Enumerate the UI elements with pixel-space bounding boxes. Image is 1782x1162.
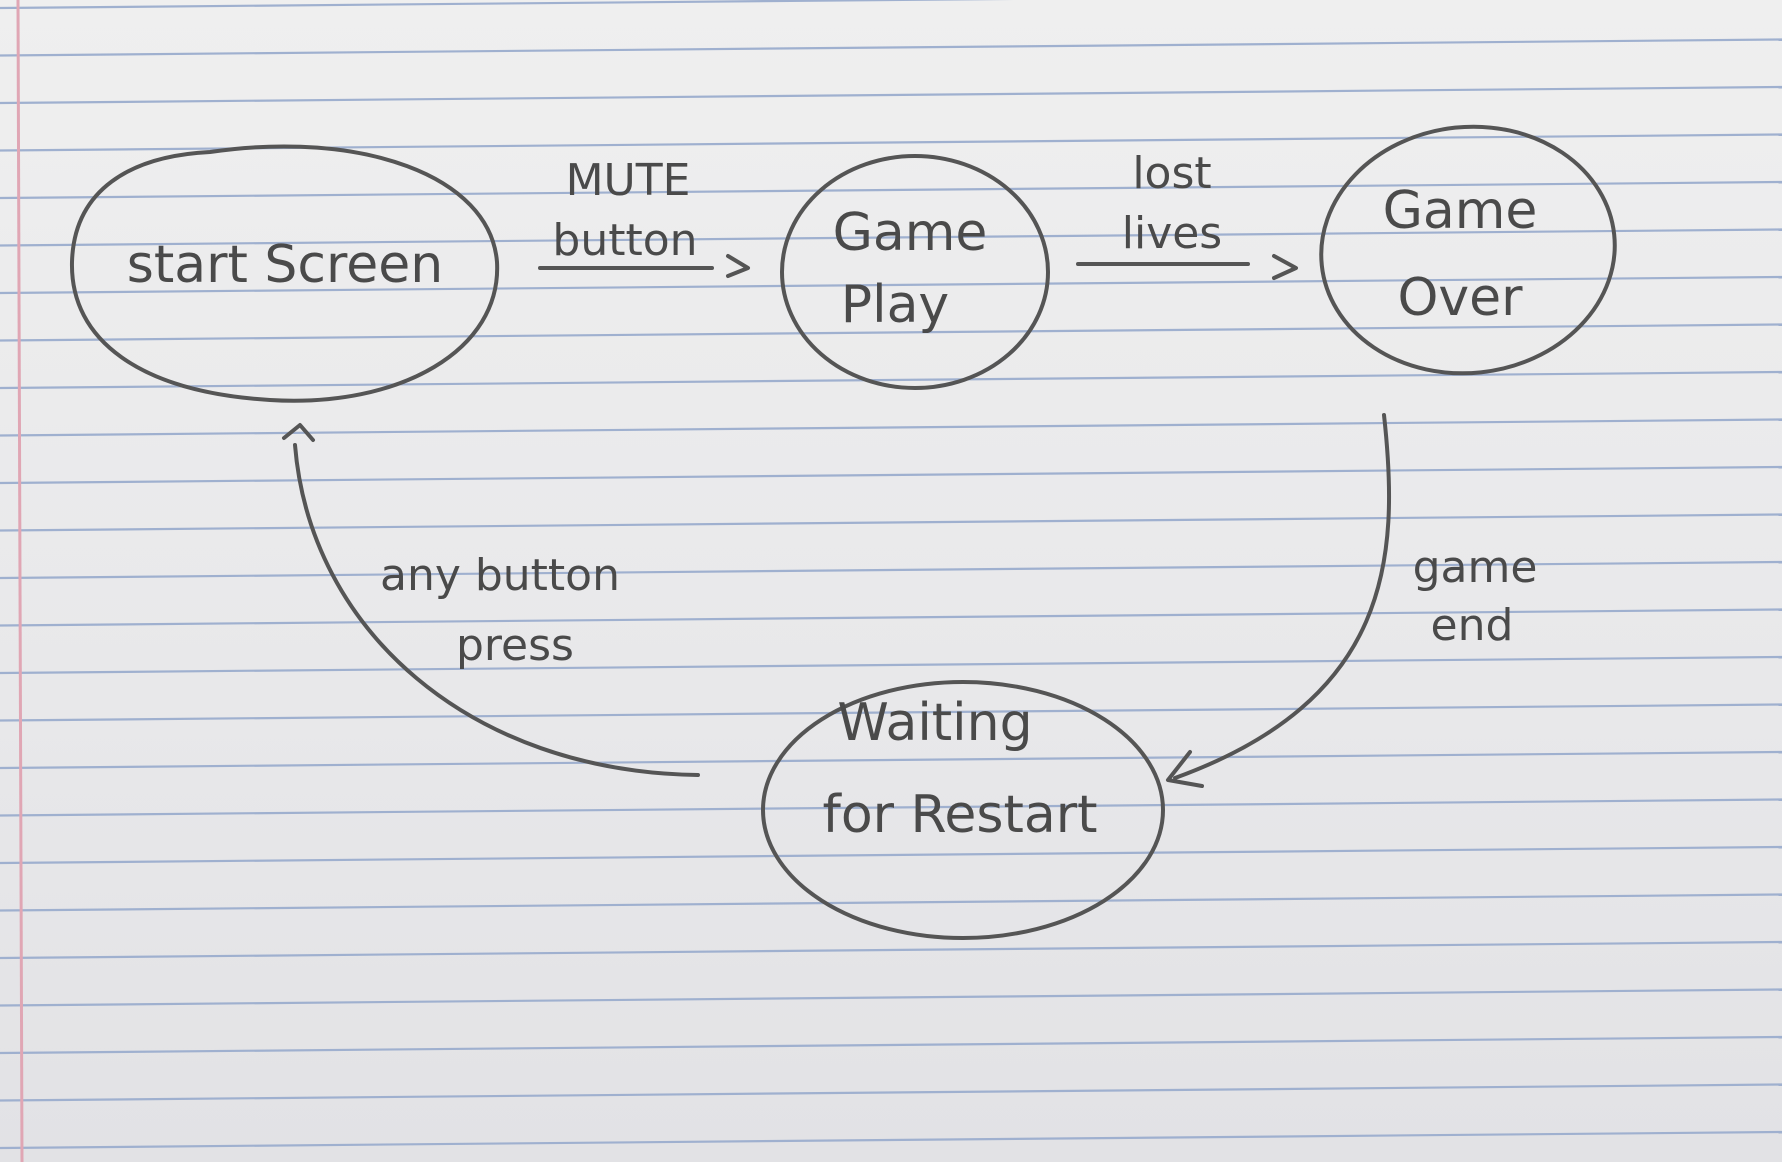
node-start-screen: start Screen: [69, 144, 500, 403]
ruled-line: [0, 608, 1782, 627]
ruled-line: [0, 1130, 1782, 1150]
node-label-line-1: Game: [833, 203, 988, 263]
ruled-line: [0, 275, 1782, 295]
state-ellipse: [761, 680, 1165, 940]
node-waiting-for-restart: Waiting for Restart: [761, 680, 1165, 940]
node-label-line-2: Over: [1397, 268, 1523, 328]
ruled-line: [0, 940, 1782, 960]
ruled-line: [0, 418, 1782, 437]
edge-label-line-2: lives: [1122, 208, 1222, 259]
ruled-line: [0, 0, 1014, 10]
arrow-head-icon: [282, 423, 315, 442]
ruled-line: [0, 180, 1782, 200]
edge-label-line-1: MUTE: [566, 155, 691, 206]
state-ellipse: [69, 144, 500, 403]
ruled-line: [0, 38, 1782, 57]
arrow-head-icon: [1166, 750, 1204, 788]
edge-play-to-over: lost lives: [1076, 148, 1298, 280]
ruled-line: [0, 798, 1782, 817]
ruled-line: [0, 893, 1782, 912]
node-label-line-2: for Restart: [823, 785, 1098, 845]
arrow-head-icon: [726, 254, 750, 278]
node-game-play: Game Play: [780, 154, 1050, 390]
ruled-line: [0, 465, 1782, 485]
state-ellipse: [1319, 124, 1617, 376]
ruled-line: [0, 513, 1782, 532]
ruled-line: [0, 1035, 1782, 1055]
ruled-line: [0, 370, 1782, 390]
edge-label-line-1: any button: [380, 550, 620, 601]
node-label-line-1: Waiting: [837, 693, 1032, 753]
edge-start-to-play: MUTE button: [538, 155, 750, 278]
edge-label-line-2: end: [1431, 600, 1514, 651]
node-game-over: Game Over: [1319, 124, 1617, 376]
edge-wait-to-start: any button press: [282, 423, 700, 777]
ruled-line: [0, 560, 1782, 580]
ruled-line: [0, 1083, 1782, 1102]
ruled-line: [0, 703, 1782, 722]
ruled-line: [0, 845, 1782, 865]
ruled-line: [0, 655, 1782, 675]
ruled-line: [0, 750, 1782, 770]
edge-label-line-1: game: [1413, 542, 1538, 593]
ruled-line: [0, 85, 1782, 105]
margin-line: [16, 0, 24, 1162]
edge-label-line-1: lost: [1132, 148, 1211, 199]
node-label-line-2: Play: [841, 275, 949, 335]
edge-curve: [293, 443, 700, 777]
node-label-line-1: Game: [1383, 181, 1538, 241]
edge-label-line-2: button: [552, 215, 697, 266]
edge-over-to-wait: game end: [1166, 413, 1538, 788]
arrow-head-icon: [1272, 254, 1298, 280]
ruled-line: [0, 323, 1782, 342]
state-ellipse: [780, 154, 1050, 390]
edge-label-line-2: press: [456, 620, 574, 671]
edge-curve: [1173, 413, 1392, 780]
ruled-line: [0, 228, 1782, 247]
ruled-line: [0, 988, 1782, 1007]
node-label: start Screen: [127, 235, 443, 295]
